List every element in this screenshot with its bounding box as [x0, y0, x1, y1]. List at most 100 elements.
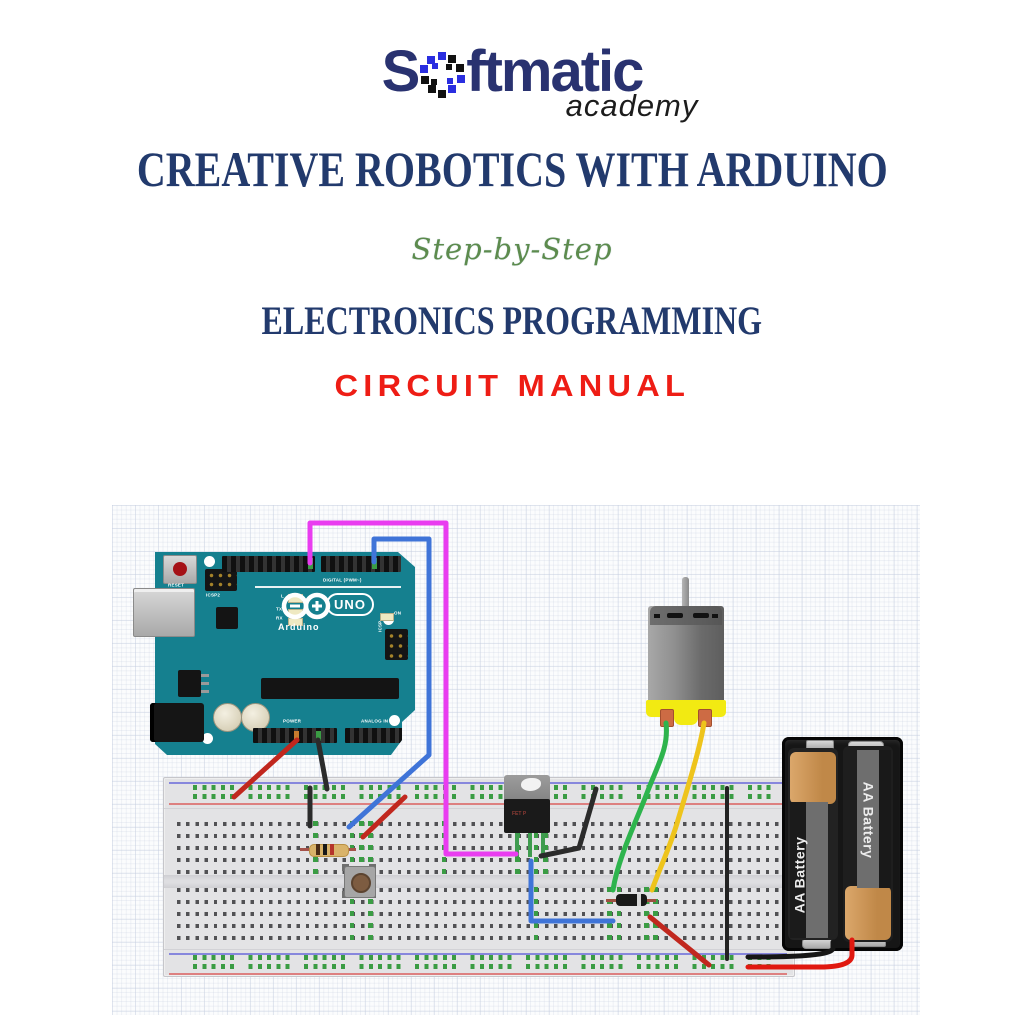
usb-connector [133, 588, 195, 637]
cell-stripe [806, 802, 828, 938]
logo-academy-text: academy [565, 88, 699, 123]
wire-blue-drain-to-diode [528, 858, 616, 924]
holes-row-a [177, 822, 779, 826]
circuit-manual-line: CIRCUIT MANUAL [334, 368, 690, 403]
holes-row-h [177, 912, 779, 916]
top-rail-red-line [169, 803, 787, 805]
mounting-hole [204, 556, 215, 567]
motor-vent [654, 614, 660, 618]
vreg-leg [201, 682, 209, 685]
transistor-leg-drain [528, 833, 532, 857]
subtitle: ELECTRONICS PROGRAMMING [261, 298, 763, 343]
wire-red-rail-to-button [360, 794, 408, 840]
wire-red-diode-to-rail [647, 914, 712, 968]
wire-black-gnd-to-rail [315, 737, 330, 792]
digital-pin-header-left [222, 556, 315, 572]
capacitor [241, 703, 270, 732]
voltage-regulator [178, 670, 201, 697]
wire-yellow-motor [649, 720, 707, 893]
motor-cap [650, 606, 722, 625]
battery-holder-2xAA: AA Battery AA Battery [782, 737, 903, 951]
breadboard [163, 777, 795, 977]
step-by-step-line: Step-by-Step [411, 232, 613, 266]
icsp2-header [205, 569, 237, 591]
bottom-rail-red-line [169, 973, 787, 975]
pushbutton [342, 864, 376, 898]
wire-black-battery [745, 939, 836, 960]
main-title: CREATIVE ROBOTICS WITH ARDUINO [136, 141, 888, 197]
seam [164, 808, 794, 809]
resistor-lead [344, 848, 356, 851]
softmatic-logo: S ftmati [0, 38, 1024, 105]
bottom-rail-blue-line [169, 953, 787, 955]
pin-gnd-connected [316, 731, 321, 741]
motor-shaft [682, 577, 689, 610]
diode-cathode-band [637, 894, 641, 906]
led-rx-label: RX [276, 616, 283, 621]
wire-red-battery [745, 937, 855, 970]
bottom-rail-holes-row1 [193, 955, 771, 960]
wire-black-source-to-rail [538, 786, 599, 859]
motor-vent [693, 613, 709, 618]
button-cap [351, 873, 371, 893]
holes-row-f [177, 888, 779, 892]
analog-pin-header [345, 728, 407, 743]
capacitor [213, 703, 242, 732]
holes-row-e [177, 870, 779, 874]
icsp-header [385, 629, 408, 660]
resistor-band [316, 844, 320, 855]
power-jack [150, 703, 204, 742]
cell-copper-bottom [845, 886, 891, 940]
holes-row-j [177, 936, 779, 940]
logo-text-prefix: S [381, 39, 421, 104]
logo-text-suffix: ftmatic [466, 39, 644, 104]
led-tx-label: TX [276, 607, 283, 612]
power-label: POWER [283, 719, 302, 724]
on-label: ON [394, 611, 402, 616]
holes-row-c [177, 846, 779, 850]
wire-blue-pin3-to-button [346, 536, 432, 830]
transistor-leg-source [541, 833, 545, 857]
wire-green-motor [610, 720, 669, 893]
cell-copper-top [790, 752, 836, 804]
silkscreen-line [255, 586, 401, 588]
resistor-band [323, 844, 327, 855]
top-rail-holes-row1 [193, 785, 771, 790]
top-rail-blue-line [169, 782, 787, 784]
digital-pin-header-right [321, 556, 401, 572]
reset-label: RESET [168, 583, 185, 588]
transistor-leg-gate [515, 833, 519, 857]
bottom-rail-holes-row2 [193, 964, 771, 969]
cell-body [790, 802, 806, 938]
uno-text: UNO [334, 597, 366, 612]
diode-lead [606, 899, 618, 902]
digital-label: DIGITAL (PWM~) [323, 578, 362, 583]
transistor-body [504, 799, 550, 833]
pixel-gear-icon [420, 51, 466, 98]
aa-cell-right [843, 746, 893, 942]
cell-stripe [857, 750, 879, 888]
reset-button [163, 555, 197, 584]
transistor-marking: FET P [512, 811, 527, 817]
wire-red-5v-to-rail [231, 737, 300, 800]
holes-row-g [177, 900, 779, 904]
motor-vent [667, 613, 683, 618]
holes-row-b [177, 834, 779, 838]
top-rail-holes-row2 [193, 794, 771, 799]
resistor-band [330, 844, 334, 855]
mosfet-transistor: FET P [504, 775, 550, 857]
vreg-leg [201, 674, 209, 677]
led-l-label: L [281, 594, 284, 599]
center-channel [164, 875, 794, 888]
holes-row-d [177, 858, 779, 862]
resistor [300, 843, 356, 857]
mounting-hole [389, 715, 400, 726]
icsp2-label: ICSP2 [206, 593, 221, 598]
reset-button-cap [173, 562, 187, 576]
atmega-ic [261, 678, 399, 699]
pin-5v-connected [294, 731, 299, 741]
analog-label: ANALOG IN [361, 719, 389, 724]
dc-motor [645, 575, 727, 727]
